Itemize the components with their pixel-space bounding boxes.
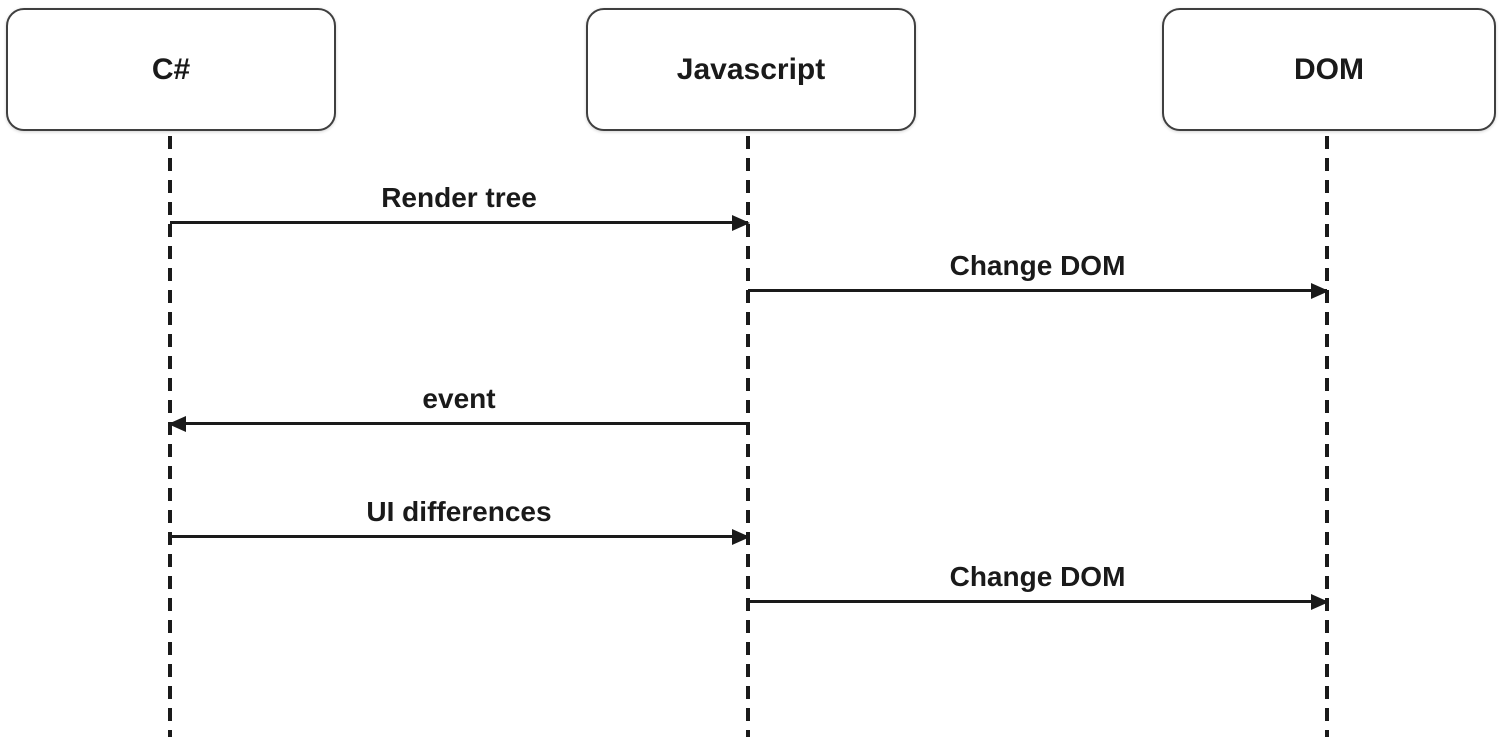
message-render-tree: Render tree [170,178,750,231]
message-label: Change DOM [949,250,1126,281]
lifeline-javascript [746,136,750,737]
actor-box-javascript: Javascript [586,8,916,131]
arrowhead-left-icon [168,415,186,432]
message-change-dom-2: Change DOM [748,557,1329,610]
message-label: Render tree [381,182,537,213]
actor-label-dom: DOM [1294,52,1364,86]
actor-box-dom: DOM [1162,8,1496,131]
arrowhead-right-icon [732,528,750,545]
message-arrow-line [170,528,750,545]
message-event: event [168,379,748,432]
actor-label-csharp: C# [151,52,191,86]
message-arrow-line [748,282,1329,299]
arrowhead-right-icon [732,214,750,231]
arrowhead-right-icon [1311,593,1329,610]
message-ui-differences: UI differences [170,492,750,545]
message-arrow-line [168,415,748,432]
actor-box-csharp: C# [6,8,336,131]
message-arrow-line [170,214,750,231]
message-label: Change DOM [949,561,1126,592]
message-label: event [422,383,496,414]
message-arrow-line [748,593,1329,610]
lifeline-dom [1325,136,1329,737]
message-label: UI differences [366,496,552,527]
message-change-dom-1: Change DOM [748,246,1329,299]
lifeline-csharp [168,136,172,737]
arrowhead-right-icon [1311,282,1329,299]
actor-label-javascript: Javascript [676,52,826,86]
